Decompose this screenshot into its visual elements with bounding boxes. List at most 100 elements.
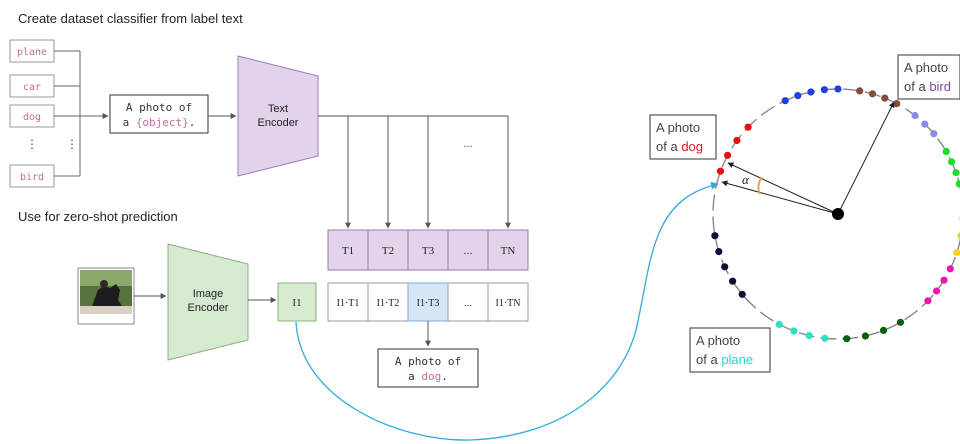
dot-product-cell — [327, 282, 369, 322]
label-bird: bird — [20, 172, 44, 183]
embedding-point — [955, 180, 960, 188]
embedding-point — [957, 232, 960, 240]
embedding-point — [721, 263, 729, 271]
embedding-point — [879, 326, 888, 334]
callout-dog: A photo of a dog — [649, 114, 717, 160]
embedding-point — [940, 276, 948, 284]
embedding-point — [948, 158, 956, 166]
embedding-point — [921, 120, 929, 128]
vector-bird-text — [837, 101, 895, 215]
embedding-point — [805, 332, 813, 340]
dot-product-cell — [487, 282, 529, 322]
image-encoder-label-1: Image — [193, 288, 224, 300]
callout-plane: A photo of a plane — [689, 327, 771, 373]
dot-product-cell-highlighted — [407, 282, 449, 322]
embedding-point — [893, 100, 901, 108]
embedding-point — [930, 130, 938, 138]
prediction-line1: A photo of — [395, 355, 461, 368]
embedding-point — [861, 332, 870, 340]
dot-product-1: I1·T1 — [337, 298, 360, 309]
prompt-template-line2: a {object}. — [123, 116, 196, 129]
label-list: plane car dog ⋮ ⋮ bird — [9, 39, 78, 188]
embedding-point — [932, 287, 941, 295]
text-embedding-cell — [407, 229, 449, 271]
embedding-point — [868, 90, 877, 98]
prompt-template-box — [109, 94, 209, 134]
svg-text:of a dog: of a dog — [656, 139, 703, 154]
vector-image — [721, 180, 839, 215]
text-embedding-row: T1 T2 T3 ... TN — [327, 229, 529, 271]
embedding-point — [896, 318, 905, 326]
embedding-point — [881, 94, 889, 102]
text-encoder — [237, 55, 319, 177]
image-encoder-label-2: Encoder — [188, 302, 229, 314]
embedding-point — [738, 290, 746, 298]
svg-text:of a plane: of a plane — [696, 352, 753, 367]
image-embedding-label: I1 — [292, 297, 301, 309]
angle-alpha: α — [742, 172, 750, 187]
dot-product-cell — [447, 282, 489, 322]
text-embedding-t2: T2 — [382, 245, 394, 257]
label-ellipsis: ⋮ — [26, 137, 38, 151]
embedding-point — [821, 334, 829, 342]
label-plane: plane — [17, 47, 47, 58]
embedding-point — [942, 147, 950, 156]
sphere-origin — [832, 208, 844, 220]
text-embedding-ellipsis: ... — [463, 245, 472, 257]
label-ellipsis-right: ⋮ — [66, 137, 78, 151]
embedding-point — [781, 97, 789, 105]
dot-product-row: I1·T1 I1·T2 I1·T3 ... I1·TN — [327, 282, 529, 322]
text-embedding-t3: T3 — [422, 245, 435, 257]
text-fanout-arrows — [318, 115, 511, 229]
embedding-point — [946, 265, 954, 273]
prediction-box — [377, 348, 479, 388]
svg-text:of a bird: of a bird — [904, 79, 951, 94]
embedding-point — [856, 87, 864, 95]
label-car: car — [23, 82, 41, 93]
label-connectors — [54, 50, 109, 177]
embedding-point — [733, 136, 741, 145]
embedding-point — [953, 249, 960, 257]
text-embedding-t1: T1 — [342, 245, 354, 257]
dot-product-n: I1·TN — [496, 298, 521, 309]
text-embedding-tn: TN — [501, 245, 516, 257]
angle-arc — [757, 176, 763, 195]
callout-bird: A photo of a bird — [897, 54, 960, 100]
image-embedding-cell — [277, 282, 317, 322]
embedding-point — [834, 85, 842, 93]
text-embedding-cell — [367, 229, 409, 271]
embedding-point — [843, 335, 851, 343]
text-embedding-cell — [487, 229, 529, 271]
embedding-mapping-curve — [295, 181, 719, 441]
input-photo — [77, 267, 135, 325]
embedding-point — [715, 248, 723, 256]
svg-text:A photo: A photo — [696, 333, 740, 348]
dot-product-3: I1·T3 — [417, 298, 440, 309]
prediction-line2: a dog. — [408, 370, 448, 383]
text-encoder-label-2: Encoder — [258, 117, 299, 129]
dot-product-ellipsis: ... — [464, 298, 472, 309]
embedding-point — [820, 86, 829, 94]
text-embedding-cell — [327, 229, 369, 271]
embedding-point — [775, 320, 783, 328]
label-dog: dog — [23, 112, 41, 123]
embedding-point — [911, 111, 919, 120]
embedding-point — [711, 232, 719, 240]
fanout-ellipsis: ... — [463, 138, 472, 150]
create-classifier-heading: Create dataset classifier from label tex… — [18, 11, 243, 26]
embedding-point — [807, 88, 815, 96]
dot-product-2: I1·T2 — [377, 298, 400, 309]
embedding-point — [744, 123, 752, 131]
dot-product-cell — [367, 282, 409, 322]
svg-text:A photo: A photo — [656, 120, 700, 135]
text-encoder-label-1: Text — [268, 103, 288, 115]
class-points — [711, 85, 960, 343]
svg-text:A photo: A photo — [904, 60, 948, 75]
embedding-sphere: α — [711, 85, 960, 343]
embedding-point — [952, 169, 960, 177]
embedding-point — [794, 92, 802, 100]
embedding-point — [716, 167, 725, 175]
embedding-point — [924, 297, 932, 305]
vector-dog-text — [727, 162, 839, 215]
